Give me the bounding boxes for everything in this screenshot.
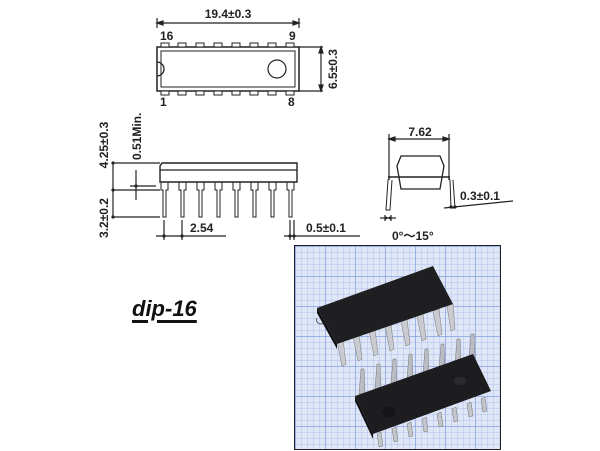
lead-thickness-dimension: 0.3±0.1: [460, 189, 500, 203]
top-view-pins: [160, 42, 295, 96]
width-dimension: 6.5±0.3: [326, 49, 340, 89]
row-spacing-dimension: 7.62: [408, 125, 432, 139]
side-view: [112, 162, 360, 240]
chip-photo: [294, 245, 501, 450]
standoff-dimension: 0.51Min.: [130, 113, 144, 160]
body-height-dimension: 4.25±0.3: [97, 121, 111, 168]
pin-label-8: 8: [288, 95, 295, 109]
lead-length-dimension: 3.2±0.2: [97, 198, 111, 238]
pin-label-9: 9: [289, 29, 296, 43]
lead-width-dimension: 0.5±0.1: [306, 221, 346, 235]
pin-label-1: 1: [160, 95, 167, 109]
pitch-dimension: 2.54: [190, 221, 214, 235]
top-view: [155, 18, 324, 93]
length-dimension: 19.4±0.3: [205, 7, 252, 21]
pin-label-16: 16: [160, 29, 174, 43]
dip-chips-illustration: [316, 266, 491, 448]
angle-dimension: 0°～15°: [392, 229, 434, 243]
end-view: [380, 134, 514, 221]
package-title: dip-16: [132, 296, 197, 321]
